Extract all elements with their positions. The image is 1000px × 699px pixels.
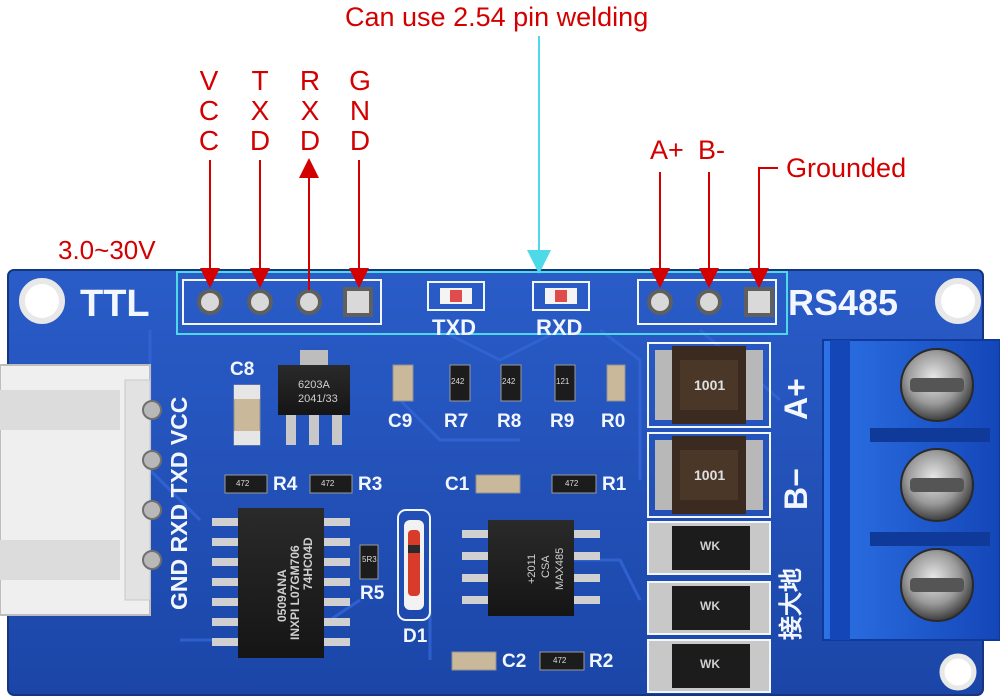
side-pin-labels: GND RXD TXD VCC [166,396,192,610]
pin-arrows [200,158,778,290]
c1-label: C1 [445,474,470,495]
terminal-screws [900,348,974,622]
regulator-marking-1: 6203A [298,379,330,391]
tvs-a-code: WK [700,539,720,553]
ground-chinese-silkscreen: 接大地 [778,568,805,640]
transceiver-chip [462,520,600,616]
voltage-regulator [278,350,350,445]
ptc-fuse-a [647,342,771,428]
inductor-b-code: 1001 [694,467,726,483]
r2-code: 472 [553,656,567,665]
r3-code: 472 [321,479,335,488]
r5-label: R5 [360,583,385,604]
c9-label: C9 [388,411,413,432]
a-plus-label: A+ [650,135,684,165]
regulator-marking-2: 2041/33 [298,393,338,405]
r2-label: R2 [589,651,614,672]
logic-chip-marking-2: INXPI L07GM706 [288,545,302,640]
transceiver-marking-3: +2011 [526,553,538,584]
c8-label: C8 [230,359,255,380]
capacitor-c8 [233,384,261,446]
ttl-silkscreen: TTL [80,283,150,325]
r9-code: 121 [556,377,570,386]
pin-welding-note: Can use 2.54 pin welding [345,2,649,32]
d1-label: D1 [403,626,428,647]
r4-code: 472 [236,479,250,488]
r7-code: 242 [451,377,465,386]
logic-chip-marking-3: 0509ANA [275,569,289,622]
jst-solder-pads [142,400,162,570]
r9-label: R9 [550,411,575,432]
pin-header-guide-box [176,271,788,335]
c2-label: C2 [502,651,527,672]
r8-label: R8 [497,411,522,432]
voltage-range-label: 3.0~30V [58,235,156,265]
r0-label: R0 [601,411,626,432]
r1-code: 472 [565,479,579,488]
txd-led-label: TXD [432,315,476,340]
rxd-led-label: RXD [536,315,583,340]
txd-led [427,281,485,311]
b-minus-silkscreen: B− [778,468,814,510]
rs485-silkscreen: RS485 [788,282,899,323]
jst-connector [0,364,151,616]
r1-label: R1 [602,474,627,495]
logic-chip-marking-1: 74HC04D [301,537,315,590]
diode-d1 [397,509,431,621]
tvs-b-code: WK [700,599,720,613]
tvs-diodes [647,521,771,693]
r5-code: 5R3 [362,555,377,564]
rxd-led [532,281,590,311]
r3-label: R3 [358,474,383,495]
smd-row-mid [224,474,597,671]
r4-label: R4 [273,474,298,495]
transceiver-marking-1: MAX485 [554,547,566,590]
ttl-header [182,279,382,325]
grounded-label: Grounded [786,153,907,183]
r8-code: 242 [502,377,516,386]
a-plus-silkscreen: A+ [778,378,814,420]
rs485-header [637,279,777,325]
r7-label: R7 [444,411,469,432]
smd-row-top [392,364,626,402]
ptc-fuse-b [647,432,771,518]
transceiver-marking-2: CSA [540,555,552,578]
mounting-holes [19,278,981,691]
inductor-a-code: 1001 [694,377,726,393]
logic-chip [212,508,350,658]
tvs-c-code: WK [700,657,720,671]
b-minus-label: B- [698,135,725,165]
